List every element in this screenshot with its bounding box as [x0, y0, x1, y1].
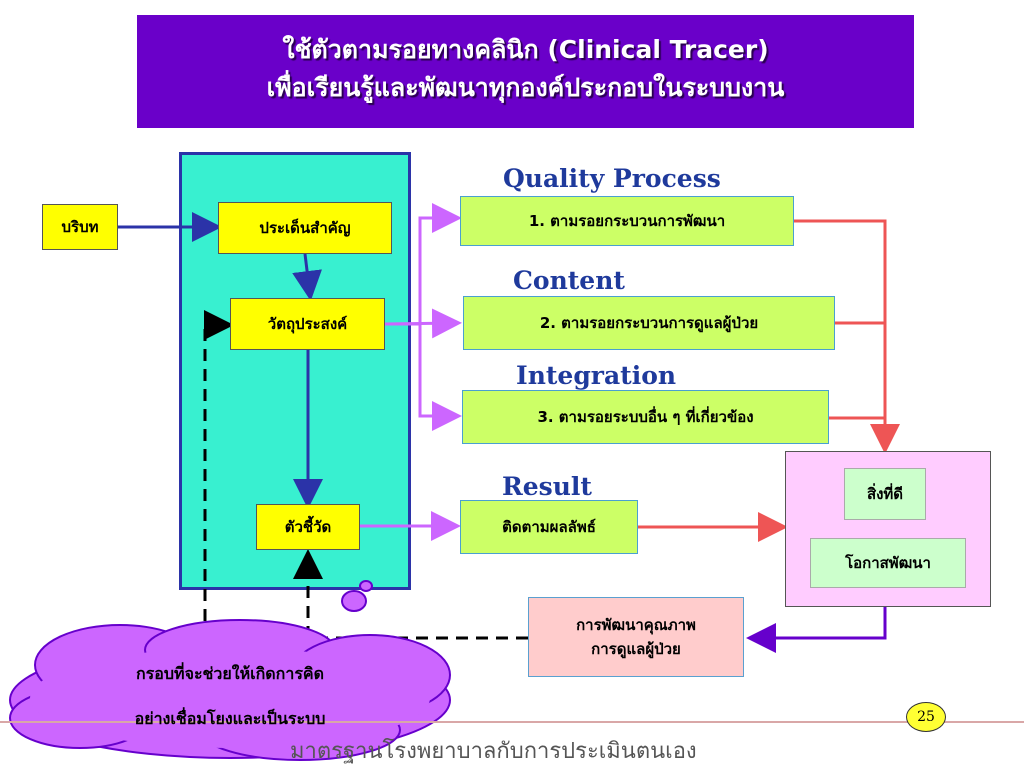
arrow-trace1-to-findings [794, 219, 900, 454]
node-follow-result: ติดตามผลลัพธ์ [460, 500, 638, 554]
arrow-issue-to-objective [292, 253, 322, 301]
node-context: บริบท [42, 204, 118, 250]
page-number: 25 [906, 702, 946, 732]
node-objective: วัตถุประสงค์ [230, 298, 385, 350]
cloud-text-line-2: อย่างเชื่อมโยงและเป็นระบบ [134, 709, 326, 728]
title-line-1: ใช้ตัวตามรอยทางคลินิก (Clinical Tracer) [282, 35, 769, 64]
node-trace-other-systems: 3. ตามรอยระบบอื่น ๆ ที่เกี่ยวข้อง [462, 390, 829, 444]
thought-bubble-small [359, 580, 373, 592]
quality-development-line-2: การดูแลผู้ป่วย [591, 640, 681, 658]
cloud-text-line-1: กรอบที่จะช่วยให้เกิดการคิด [135, 664, 325, 683]
title-banner: ใช้ตัวตามรอยทางคลินิก (Clinical Tracer) … [137, 15, 914, 128]
arrow-objective-to-trace3 [418, 324, 462, 431]
node-trace-development: 1. ตามรอยกระบวนการพัฒนา [460, 196, 794, 246]
heading-quality-process: Quality Process [503, 164, 721, 193]
thought-bubble-large [341, 590, 367, 612]
heading-content: Content [513, 266, 625, 295]
heading-integration: Integration [516, 361, 677, 390]
arrow-objective-to-trace2 [384, 308, 462, 339]
title-line-2: เพื่อเรียนรู้และพัฒนาทุกองค์ประกอบในระบบ… [266, 73, 785, 102]
footer-text: มาตรฐานโรงพยาบาลกับการประเมินตนเอง [290, 739, 697, 764]
node-quality-development: การพัฒนาคุณภาพ การดูแลผู้ป่วย [528, 597, 744, 677]
arrow-objective-to-trace1 [385, 203, 462, 326]
node-trace-patient-care: 2. ตามรอยกระบวนการดูแลผู้ป่วย [463, 296, 835, 350]
cloud-shape [9, 619, 451, 761]
quality-development-line-1: การพัฒนาคุณภาพ [576, 616, 696, 634]
node-improve-opportunity: โอกาสพัฒนา [810, 538, 966, 588]
heading-result: Result [502, 472, 592, 501]
node-key-issue: ประเด็นสำคัญ [218, 202, 392, 254]
node-indicator: ตัวชี้วัด [256, 504, 360, 550]
node-good-things: สิ่งที่ดี [844, 468, 926, 520]
